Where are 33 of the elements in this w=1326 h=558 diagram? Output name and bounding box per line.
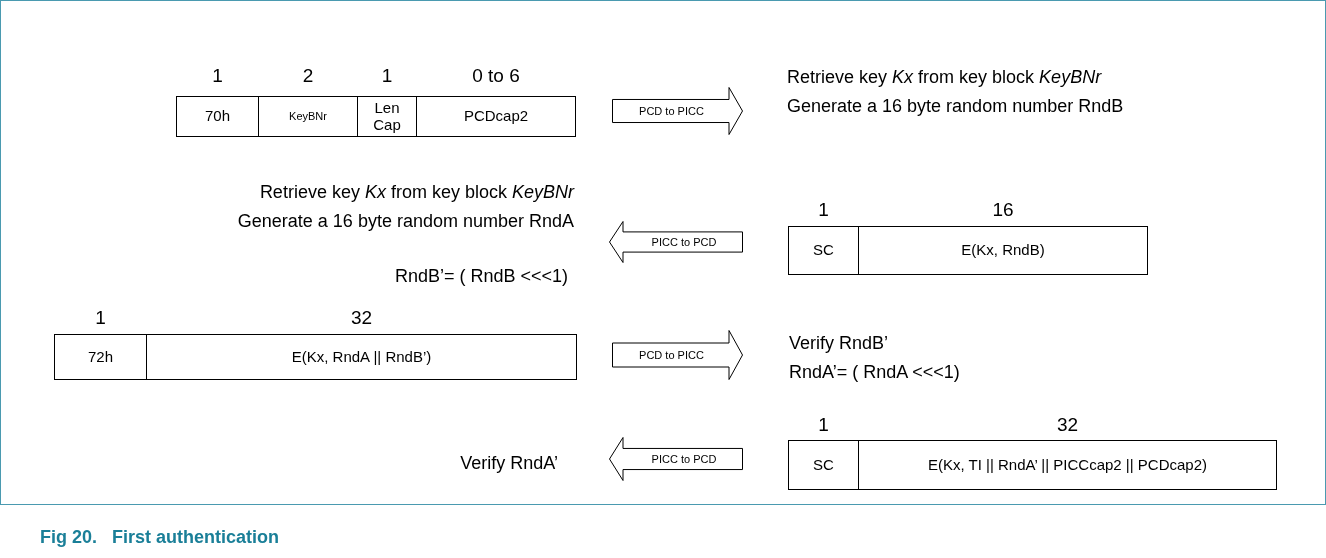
frame-field-box: E(Kx, TI || RndA’ || PICCcap2 || PCDcap2) (858, 440, 1277, 490)
figure-caption: Fig 20. First authentication (40, 526, 280, 549)
field-size-label: 1 (817, 198, 830, 222)
field-size-label: 16 (991, 198, 1015, 222)
frame-field-box: E(Kx, RndB) (858, 226, 1148, 275)
frame-field-box: SC (788, 226, 859, 275)
step-note: Verify RndA’ (460, 453, 558, 473)
frame-field-box: 72h (54, 334, 147, 380)
frame-field-box: PCDcap2 (416, 96, 576, 137)
block-arrow: PICC to PCD (609, 221, 743, 263)
step-note: RndA’= ( RndA <<<1) (789, 362, 960, 382)
step-note: Retrieve key Kx from key block KeyBNr (787, 67, 1102, 87)
frame-field-box: 70h (176, 96, 259, 137)
frame-field-box: KeyBNr (258, 96, 358, 137)
field-size-label: 1 (380, 64, 394, 88)
field-size-label: 1 (817, 413, 830, 437)
frame-field-box: E(Kx, RndA || RndB’) (146, 334, 577, 380)
step-note: Generate a 16 byte random number RndB (787, 96, 1124, 116)
step-note: Generate a 16 byte random number RndA (237, 211, 574, 231)
step-note: Retrieve key Kx from key block KeyBNr (259, 182, 574, 202)
block-arrow: PCD to PICC (612, 87, 743, 135)
field-size-label: 1 (211, 64, 224, 88)
frame-field-box: SC (788, 440, 859, 490)
field-size-label: 0 to 6 (471, 64, 521, 88)
field-size-label: 32 (1055, 413, 1080, 437)
step-note: Verify RndB’ (789, 333, 889, 353)
block-arrow: PCD to PICC (612, 330, 743, 380)
frame-field-box: Len Cap (357, 96, 417, 137)
block-arrow: PICC to PCD (609, 437, 743, 481)
step-note: RndB’= ( RndB <<<1) (394, 266, 568, 286)
field-size-label: 2 (301, 64, 315, 88)
field-size-label: 1 (94, 306, 107, 330)
field-size-label: 32 (349, 306, 374, 330)
